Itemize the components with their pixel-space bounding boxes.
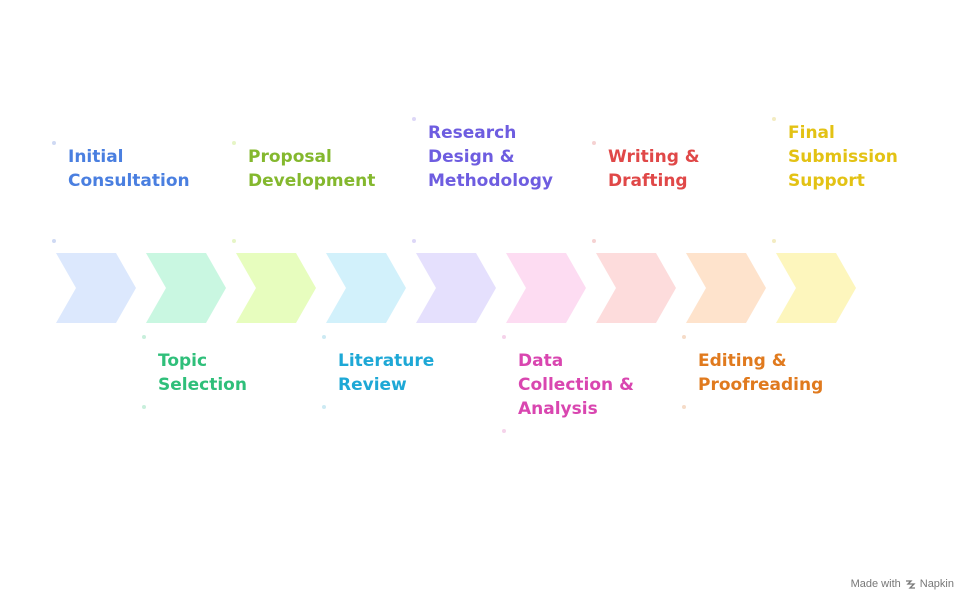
- marker-dot: [142, 405, 146, 409]
- step-label-line: Methodology: [428, 171, 553, 191]
- marker-dot: [142, 335, 146, 339]
- marker-dot: [232, 141, 236, 145]
- step-label-line: Topic: [158, 351, 208, 371]
- marker-dot: [52, 141, 56, 145]
- marker-dot: [502, 429, 506, 433]
- step-label-line: Consultation: [68, 171, 190, 191]
- marker-dot: [232, 239, 236, 243]
- step-label-line: Collection &: [518, 375, 634, 395]
- step-label-line: Editing &: [698, 351, 787, 371]
- step-label-line: Proposal: [248, 147, 332, 167]
- step-label-line: Writing &: [608, 147, 700, 167]
- step-label-line: Proofreading: [698, 375, 824, 395]
- step-label-7: Writing & Drafting: [608, 145, 700, 193]
- chevron-step-9: [776, 253, 856, 323]
- chevron-step-6: [506, 253, 586, 323]
- step-label-line: Submission: [788, 147, 898, 167]
- step-label-line: Selection: [158, 375, 247, 395]
- step-label-8: Editing & Proofreading: [698, 349, 823, 397]
- step-label-line: Research: [428, 123, 517, 143]
- marker-dot: [682, 335, 686, 339]
- marker-dot: [592, 239, 596, 243]
- step-label-line: Drafting: [608, 171, 688, 191]
- marker-dot: [412, 239, 416, 243]
- step-label-line: Review: [338, 375, 407, 395]
- step-label-line: Data: [518, 351, 564, 371]
- chevron-step-4: [326, 253, 406, 323]
- napkin-logo-icon: [905, 579, 916, 589]
- brand-text: Napkin: [919, 578, 954, 590]
- watermark: Made with Napkin: [851, 578, 954, 590]
- marker-dot: [772, 117, 776, 121]
- chevron-step-2: [146, 253, 226, 323]
- step-label-line: Final: [788, 123, 835, 143]
- step-label-line: Initial: [68, 147, 124, 167]
- marker-dot: [682, 405, 686, 409]
- marker-dot: [502, 335, 506, 339]
- chevron-step-3: [236, 253, 316, 323]
- marker-dot: [772, 239, 776, 243]
- step-label-line: Support: [788, 171, 865, 191]
- step-label-line: Development: [248, 171, 376, 191]
- chevron-step-7: [596, 253, 676, 323]
- step-label-line: Literature: [338, 351, 435, 371]
- step-label-line: Design &: [428, 147, 515, 167]
- marker-dot: [592, 141, 596, 145]
- chevron-step-5: [416, 253, 496, 323]
- chevron-step-1: [56, 253, 136, 323]
- step-label-line: Analysis: [518, 399, 598, 419]
- marker-dot: [52, 239, 56, 243]
- marker-dot: [322, 405, 326, 409]
- made-with-text: Made with: [850, 578, 901, 590]
- marker-dot: [322, 335, 326, 339]
- marker-dot: [412, 117, 416, 121]
- chevron-step-8: [686, 253, 766, 323]
